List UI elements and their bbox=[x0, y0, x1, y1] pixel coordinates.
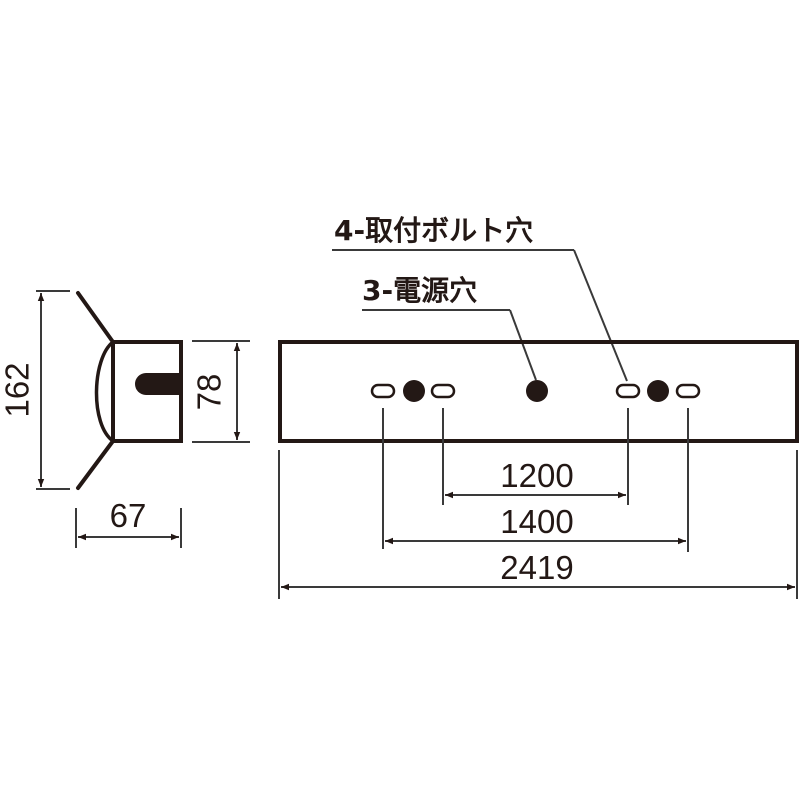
span-1400-dimension: 1400 bbox=[385, 503, 686, 545]
height-162-label: 162 bbox=[0, 362, 36, 417]
bolt-slot bbox=[370, 383, 396, 399]
mounting-slot bbox=[135, 373, 181, 395]
height-162-dimension: 162 bbox=[0, 290, 70, 490]
power-hole-leader bbox=[509, 309, 537, 381]
overall-2419-dimension: 2419 bbox=[281, 549, 795, 591]
power-hole bbox=[526, 380, 548, 402]
body-78-label: 78 bbox=[191, 374, 228, 411]
upper-reflector-wing bbox=[76, 291, 115, 344]
power-hole bbox=[647, 380, 669, 402]
lower-reflector-wing bbox=[76, 439, 115, 490]
bolt-slot bbox=[675, 383, 701, 399]
span-1400-label: 1400 bbox=[500, 503, 573, 540]
body-78-dimension: 78 bbox=[191, 340, 250, 443]
fixture-body bbox=[278, 340, 799, 443]
mounting-bolt-holes-label: 4-取付ボルト穴 bbox=[334, 214, 533, 247]
span-1200-dimension: 1200 bbox=[445, 457, 626, 499]
lens-profile bbox=[94, 340, 115, 443]
bolt-slot bbox=[615, 383, 641, 399]
mounting-bolt-leader bbox=[573, 249, 628, 382]
bolt-slot bbox=[430, 383, 456, 399]
front-view: 4-取付ボルト穴 3-電源穴 1200 14 bbox=[278, 214, 799, 599]
power-holes-label: 3-電源穴 bbox=[362, 274, 477, 307]
power-hole bbox=[403, 380, 425, 402]
span-1200-label: 1200 bbox=[500, 457, 573, 494]
width-67-dimension: 67 bbox=[75, 497, 182, 548]
width-67-label: 67 bbox=[110, 497, 147, 534]
overall-2419-label: 2419 bbox=[500, 549, 573, 586]
side-view: 162 78 67 bbox=[0, 290, 250, 548]
